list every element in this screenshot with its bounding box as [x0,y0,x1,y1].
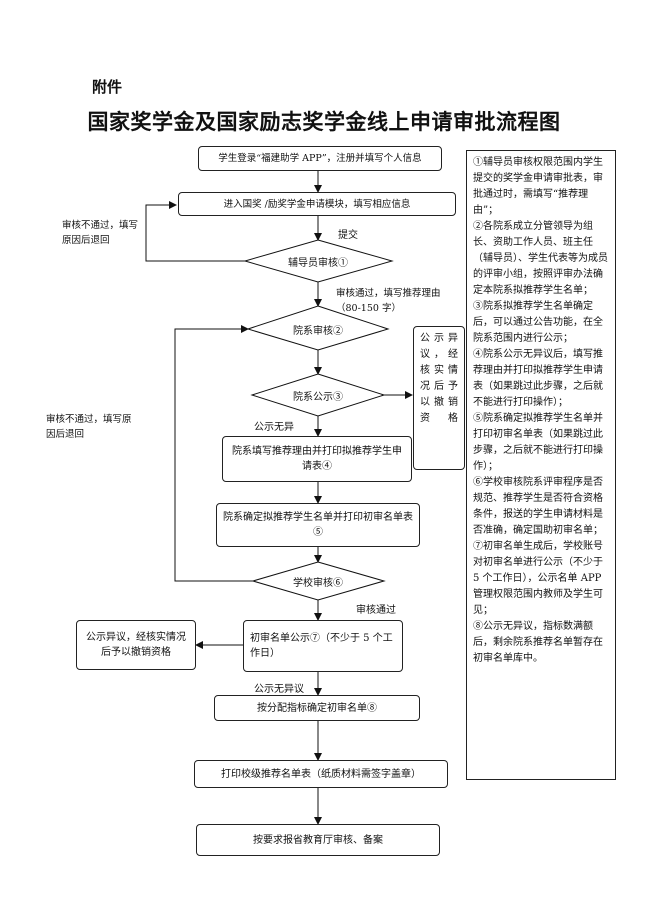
note-item: ⑧公示无异议，指标数满额后，剩余院系推荐名单暂存在初审名单库中。 [473,621,603,664]
label-submit: 提交 [338,230,358,241]
step-print-application: 院系填写推荐理由并打印拟推荐学生申请表④ [222,436,412,482]
note-item: ⑤院系确定拟推荐学生名单并打印初审名单表（如果跳过此步骤，之后就不能进行打印操作… [473,413,603,472]
step-print-school-list: 打印校级推荐名单表（纸质材料需签字盖章） [194,760,448,788]
decision-school: 学校审核⑥ [293,578,343,589]
label-pass-counselor: 审核通过，填写推荐理由（80-150 字） [336,288,441,314]
step-apply-module: 进入国奖 /励奖学金申请模块，填写相应信息 [178,192,456,216]
note-item: ③院系拟推荐学生名单确定后，可以通过公告功能，在全院系范围内进行公示； [473,301,603,344]
decision-department-publicity: 院系公示③ [293,392,343,403]
attachment-label: 附件 [92,78,123,96]
step-report-education-dept: 按要求报省教育厅审核、备案 [196,824,440,856]
objection-revoke-box: 公示异议，经核实情况后予以撤销资格 [413,326,465,470]
objection-revoke-box-2: 公示异议，经核实情况后予以撤销资格 [76,620,196,670]
step-confirm-list: 按分配指标确定初审名单⑧ [214,695,420,721]
note-item: ②各院系成立分管领导为组长、资助工作人员、班主任（辅导员）、学生代表等为成员的评… [473,221,608,296]
decision-counselor: 辅导员审核① [288,258,348,269]
step-publicity: 初审名单公示⑦（不少于 5 个工作日） [243,620,403,672]
label-no-objection: 公示无异 [254,422,294,433]
label-reject-school: 审核不通过，填写原因后退回 [46,414,132,440]
note-item: ④院系公示无异议后，填写推荐理由并打印拟推荐学生申请表（如果跳过此步骤，之后就不… [473,349,603,408]
note-item: ①辅导员审核权限范围内学生提交的奖学金申请审批表，审批通过时，需填写“推荐理由”… [473,157,603,216]
label-reject-counselor: 审核不通过，填写原因后退回 [62,220,139,246]
step-print-initial-list: 院系确定拟推荐学生名单并打印初审名单表⑤ [216,503,420,547]
decision-department: 院系审核② [293,326,343,337]
label-no-objection-2: 公示无异议 [254,684,304,695]
step-login: 学生登录“福建助学 APP”，注册并填写个人信息 [198,146,442,171]
page-title: 国家奖学金及国家励志奖学金线上申请审批流程图 [87,109,561,134]
notes-panel: ①辅导员审核权限范围内学生提交的奖学金申请审批表，审批通过时，需填写“推荐理由”… [466,150,616,780]
note-item: ⑥学校审核院系评审程序是否规范、推荐学生是否符合资格条件，报送的学生申请材料是否… [473,477,603,536]
label-pass-school: 审核通过 [356,605,396,616]
note-item: ⑦初审名单生成后，学校账号对初审名单进行公示（不少于 5 个工作日），公示名单 … [473,541,603,616]
